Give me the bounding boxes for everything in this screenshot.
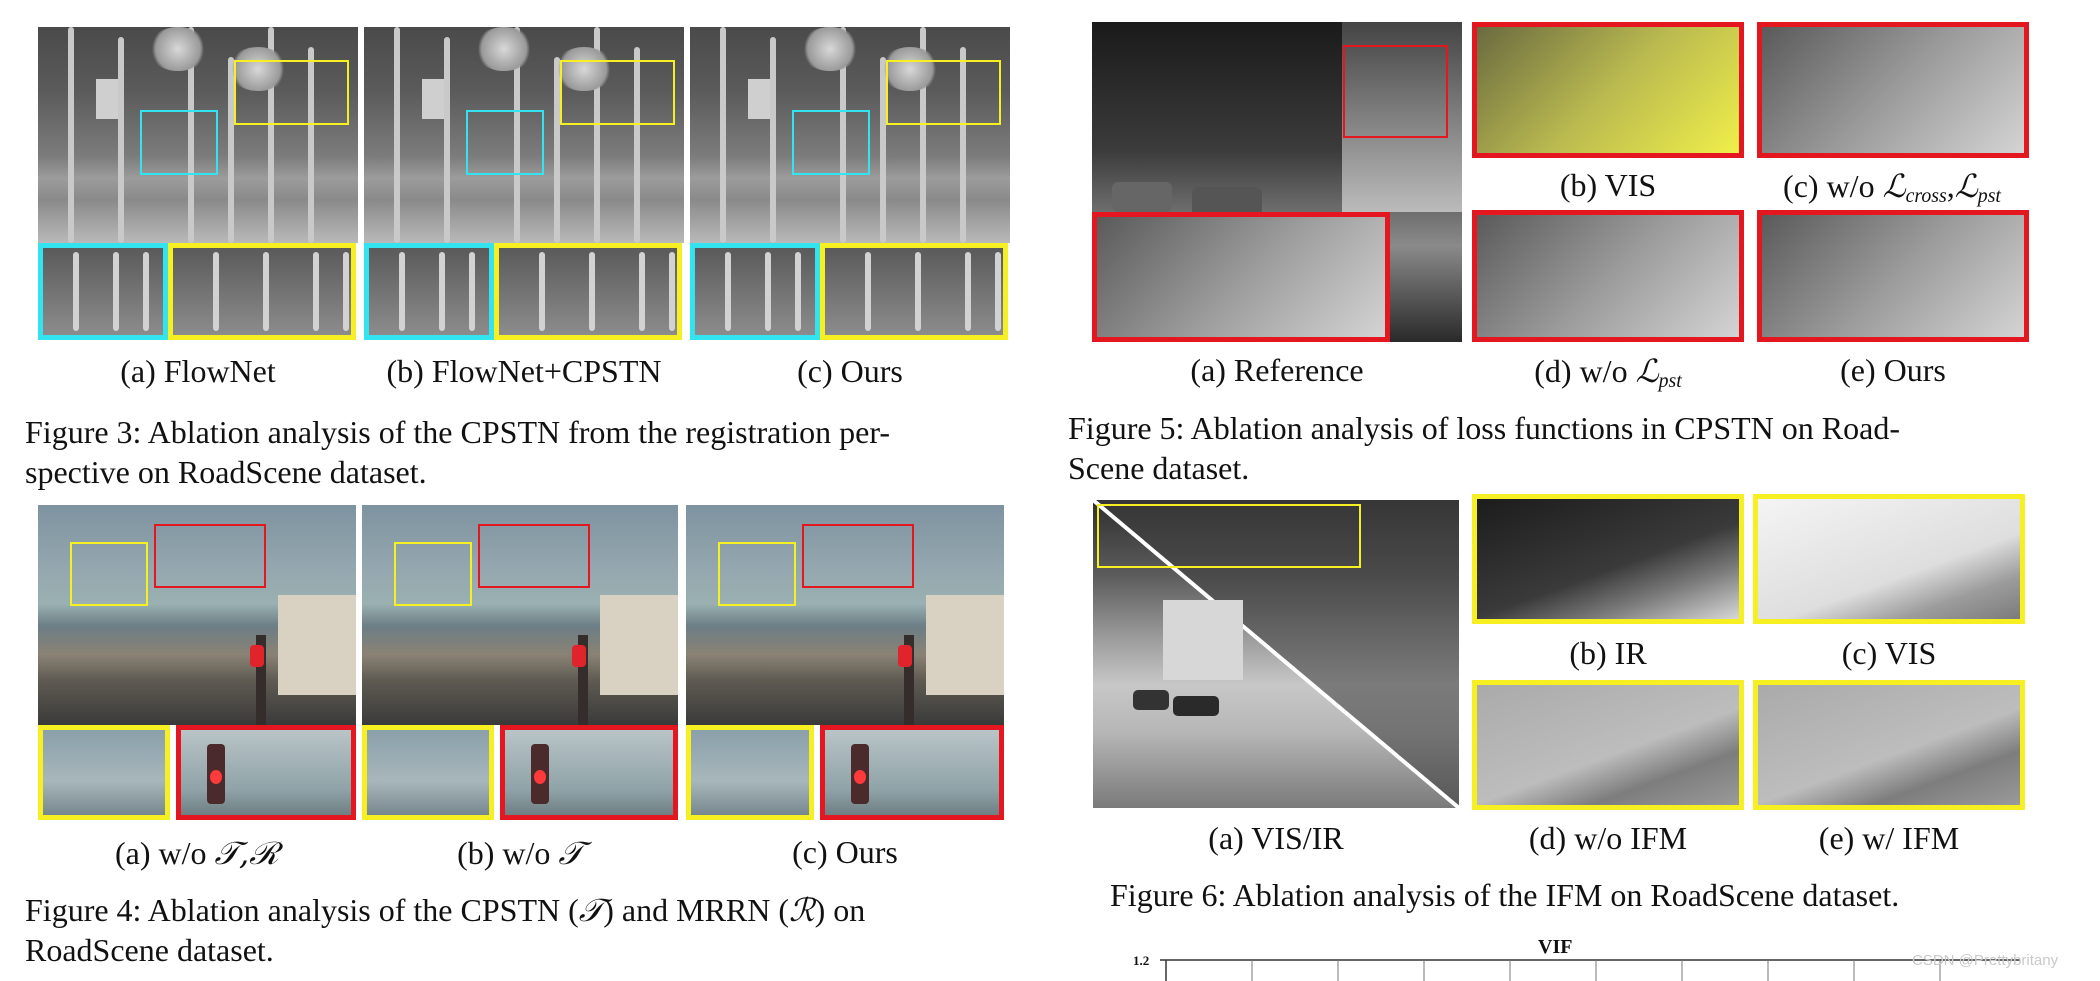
fig3b-cyan-roi	[466, 110, 544, 175]
fig5-image-wo-cross-pst	[1757, 22, 2029, 158]
fig4a-yellow-roi	[70, 542, 148, 606]
fig4-caption-line1: Figure 4: Ablation analysis of the CPSTN…	[25, 890, 865, 930]
vif-chart-frame	[1160, 959, 2020, 981]
fig6-diagonal-split	[1093, 500, 1459, 808]
fig4-caption-line2: RoadScene dataset.	[25, 932, 274, 968]
fig3c-zoom-cyan	[690, 243, 820, 340]
fig5-label-d: (d) w/o ℒpst	[1472, 352, 1744, 393]
fig4b-yellow-roi	[394, 542, 472, 606]
fig4-label-c: (c) Ours	[792, 834, 898, 870]
fig5-image-vis	[1472, 22, 1744, 158]
vif-chart-title: VIF	[1538, 936, 1573, 958]
fig3-caption-line2: spective on RoadScene dataset.	[25, 454, 427, 490]
fig3b-yellow-roi	[560, 60, 675, 125]
fig6-label-d: (d) w/o IFM	[1528, 820, 1688, 856]
fig4a-zoom-red	[176, 725, 356, 820]
fig6-image-vis-ir	[1093, 500, 1459, 808]
fig4-caption-r: ℛ	[789, 891, 815, 929]
fig4b-red-roi	[478, 524, 590, 588]
fig5-label-c-math2: ℒ	[1954, 167, 1978, 205]
fig5-label-c-text: (c) w/o	[1783, 168, 1883, 204]
fig6-image-w-ifm	[1753, 680, 2025, 810]
fig3c-zoom-yellow	[820, 243, 1008, 340]
fig4c-red-roi	[802, 524, 914, 588]
fig5-label-d-sub: pst	[1658, 369, 1682, 392]
fig4b-zoom-red	[500, 725, 678, 820]
fig3-caption-line1: Figure 3: Ablation analysis of the CPSTN…	[25, 414, 890, 450]
fig6-label-c: (c) VIS	[1841, 635, 1937, 671]
fig4-caption-t: 𝒯	[578, 891, 604, 929]
fig3-image-ours	[690, 27, 1010, 243]
fig3-image-flownet	[38, 27, 358, 243]
fig5-caption-line1: Figure 5: Ablation analysis of loss func…	[1068, 410, 1900, 446]
fig4-caption-p2: ) and MRRN (	[603, 892, 790, 928]
fig5-label-a: (a) Reference	[1190, 352, 1364, 388]
fig4c-yellow-roi	[718, 542, 796, 606]
fig5-red-roi	[1343, 45, 1448, 138]
fig5-label-e: (e) Ours	[1840, 352, 1946, 388]
fig3-image-flownet-cpstn	[364, 27, 684, 243]
fig5-image-ours	[1757, 210, 2029, 342]
fig4-label-b-text: (b) w/o	[457, 835, 559, 871]
fig5-label-c-sub2: pst	[1977, 184, 2001, 207]
fig3-yellow-roi	[234, 60, 349, 125]
fig4-label-b: (b) w/o 𝒯	[362, 834, 678, 873]
fig4-image-c	[686, 505, 1004, 725]
fig5-label-c-sep: ,	[1946, 168, 1955, 204]
watermark: CSDN @Prettybritany	[1912, 952, 2059, 969]
fig4-caption-p1: Figure 4: Ablation analysis of the CPSTN…	[25, 892, 579, 928]
fig5-label-c-math1: ℒ	[1882, 167, 1906, 205]
fig5-label-b: (b) VIS	[1559, 167, 1657, 203]
fig3-zoom-cyan	[38, 243, 168, 340]
fig4b-zoom-yellow	[362, 725, 494, 820]
fig5-label-c-sub1: cross	[1905, 184, 1947, 207]
vif-chart-y-tick-label: 1.2	[1133, 953, 1150, 968]
fig6-caption: Figure 6: Ablation analysis of the IFM o…	[1110, 877, 1900, 913]
fig3c-cyan-roi	[792, 110, 870, 175]
fig3-label-b: (b) FlowNet+CPSTN	[386, 353, 662, 389]
fig4-image-a	[38, 505, 356, 725]
fig3-zoom-yellow	[168, 243, 356, 340]
fig4-image-b	[362, 505, 678, 725]
fig5-label-d-text: (d) w/o	[1534, 353, 1636, 389]
fig5-caption-line2: Scene dataset.	[1068, 450, 1250, 486]
fig4a-zoom-yellow	[38, 725, 170, 820]
fig6-label-e: (e) w/ IFM	[1818, 820, 1960, 856]
fig6-yellow-roi	[1097, 504, 1361, 568]
fig3-label-a: (a) FlowNet	[120, 353, 276, 389]
fig5-image-wo-pst	[1472, 210, 1744, 342]
fig4-label-a: (a) w/o 𝒯,ℛ	[38, 834, 356, 873]
fig6-label-a: (a) VIS/IR	[1208, 820, 1344, 856]
fig3c-yellow-roi	[886, 60, 1001, 125]
fig4c-zoom-yellow	[686, 725, 814, 820]
fig4a-red-roi	[154, 524, 266, 588]
fig4-label-a-text: (a) w/o	[114, 835, 215, 871]
fig4-label-a-math: 𝒯,ℛ	[214, 834, 280, 872]
fig6-label-b: (b) IR	[1569, 635, 1647, 671]
fig6-image-ir	[1472, 494, 1744, 624]
fig5-zoom-reference	[1092, 212, 1390, 342]
fig3b-zoom-yellow	[494, 243, 682, 340]
fig6-image-wo-ifm	[1472, 680, 1744, 810]
fig3-label-c: (c) Ours	[797, 353, 903, 389]
fig3b-zoom-cyan	[364, 243, 494, 340]
fig3-cyan-roi	[140, 110, 218, 175]
fig4c-zoom-red	[820, 725, 1004, 820]
fig4-caption-p3: ) on	[814, 892, 866, 928]
fig5-label-c: (c) w/o ℒcross,ℒpst	[1742, 167, 2042, 208]
fig5-label-d-math: ℒ	[1635, 352, 1659, 390]
fig4-label-b-math: 𝒯	[558, 834, 583, 872]
fig6-image-vis	[1753, 494, 2025, 624]
